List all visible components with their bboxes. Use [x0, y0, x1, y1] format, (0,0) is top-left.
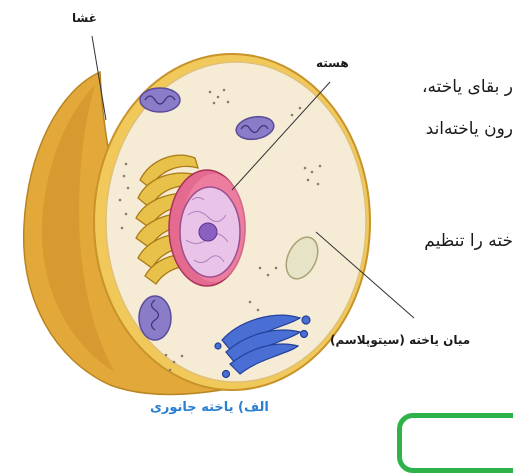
- membrane-label: غشا: [72, 12, 97, 24]
- animal-cell-diagram: [0, 0, 513, 442]
- animal-cell-figure: غشا هسته میان یاخته (سیتوپلاسم) ر بقای ی…: [0, 0, 513, 442]
- nucleus-label: هسته: [316, 57, 349, 69]
- figure-caption: الف) یاخته جانوری: [150, 400, 269, 415]
- mitochondrion-top: [140, 88, 180, 112]
- mitochondrion-bottom: [139, 296, 171, 340]
- body-text-line-3: خته را تنظیم: [373, 233, 513, 250]
- body-text-line-1: ر بقای یاخته،: [373, 79, 513, 96]
- cytoplasm-label: میان یاخته (سیتوپلاسم): [330, 334, 470, 346]
- body-text-line-2: رون یاخته‌اند: [373, 121, 513, 138]
- nucleolus: [199, 223, 217, 241]
- green-callout-box: [397, 413, 513, 473]
